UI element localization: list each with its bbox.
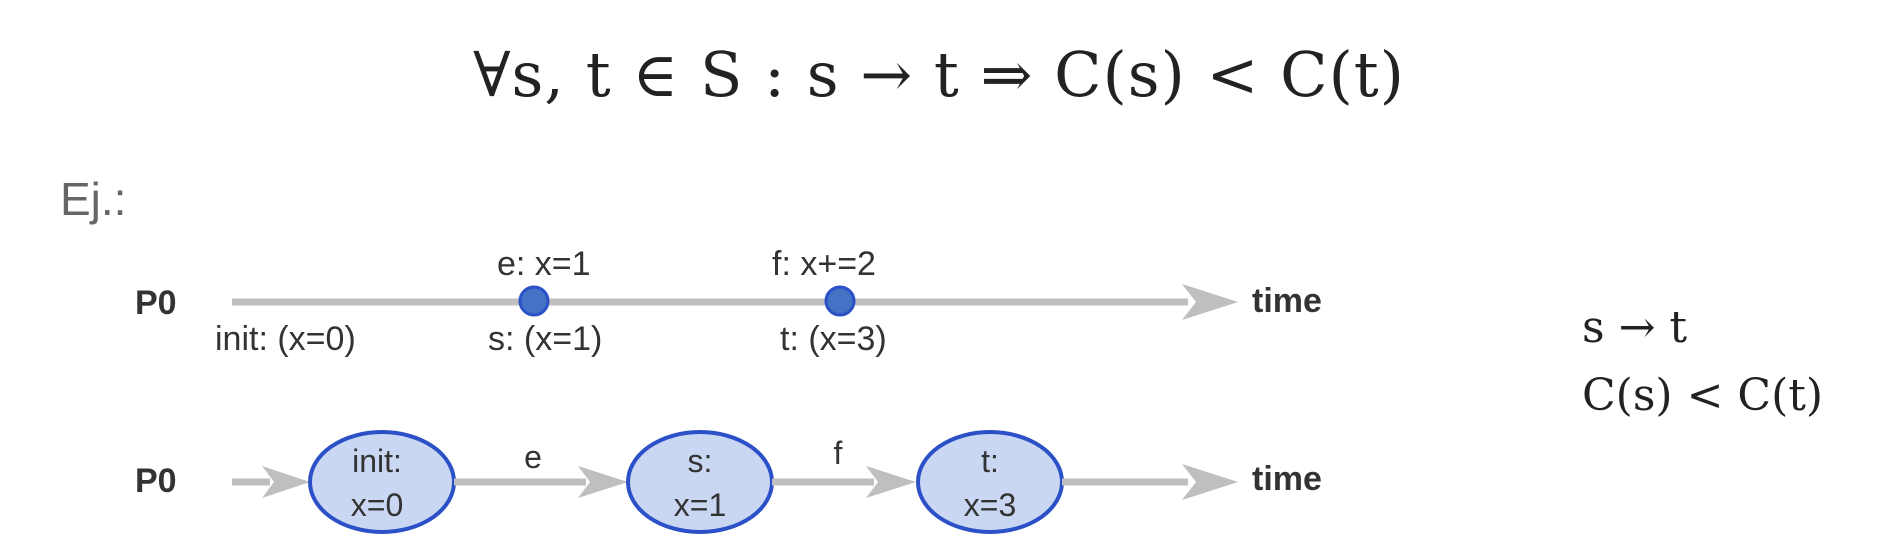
timeline-1-arrowhead (1182, 284, 1238, 320)
main-formula: ∀s, t ∈ S : s → t ⇒ C(s) < C(t) (473, 38, 1405, 111)
state-init-line1: init: (352, 443, 402, 479)
init-label: init: (x=0) (215, 320, 356, 358)
event-t-label: t: (x=3) (780, 320, 887, 358)
edge-start-arrowhead (262, 466, 310, 498)
state-t-line2: x=3 (964, 487, 1016, 523)
process-label-1: P0 (135, 284, 177, 322)
state-t-line1: t: (981, 443, 999, 479)
event-f-label: f: x+=2 (772, 245, 876, 283)
edge-end-arrowhead (1182, 464, 1238, 500)
state-s-line1: s: (688, 443, 713, 479)
example-label: Ej.: (60, 173, 127, 225)
event-s-label: s: (x=1) (488, 320, 602, 358)
process-label-2: P0 (135, 462, 177, 500)
edge-f-arrowhead (866, 466, 916, 498)
transition-e-label: e (524, 439, 542, 475)
state-s-line2: x=1 (674, 487, 726, 523)
state-init-line2: x=0 (351, 487, 403, 523)
event-s-dot (518, 285, 550, 317)
time-label-1: time (1252, 282, 1322, 320)
event-t-dot (824, 285, 856, 317)
transition-f-label: f (834, 435, 843, 471)
time-label-2: time (1252, 460, 1322, 498)
edge-e-arrowhead (578, 466, 628, 498)
event-e-label: e: x=1 (497, 245, 591, 283)
side-formula-clock: C(s) < C(t) (1582, 370, 1824, 421)
side-formula-causality: s → t (1582, 302, 1688, 353)
